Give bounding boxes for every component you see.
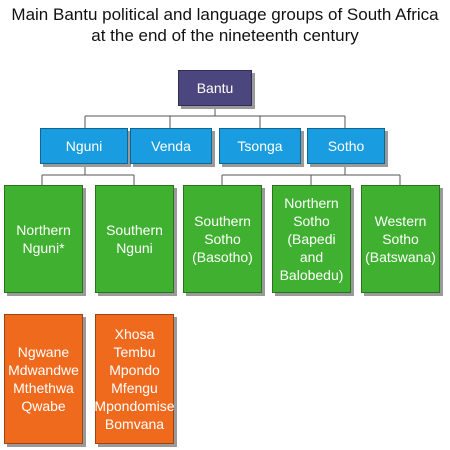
node-venda: Venda	[130, 128, 212, 164]
title-line-2: at the end of the nineteenth century	[91, 26, 359, 45]
node-northern-nguni-label: Northern Nguni*	[16, 222, 71, 256]
node-northern-sotho: Northern Sotho (Bapedi and Balobedu)	[272, 185, 351, 293]
node-northern-nguni-peoples-label: Ngwane Mdwandwe Mthethwa Qwabe	[8, 344, 79, 414]
node-nguni: Nguni	[40, 128, 128, 164]
node-nguni-label: Nguni	[65, 138, 103, 154]
node-southern-nguni-peoples: Xhosa Tembu Mpondo Mfengu Mpondomise Bom…	[94, 314, 175, 444]
node-northern-nguni: Northern Nguni*	[4, 185, 83, 293]
node-northern-nguni-peoples: Ngwane Mdwandwe Mthethwa Qwabe	[4, 314, 83, 444]
node-southern-nguni: Southern Nguni	[95, 185, 174, 293]
node-western-sotho-label: Western Sotho (Batswana)	[365, 213, 436, 265]
node-southern-sotho-label: Southern Sotho (Basotho)	[192, 213, 253, 265]
node-tsonga: Tsonga	[219, 128, 301, 164]
node-sotho-label: Sotho	[327, 138, 365, 154]
node-tsonga-label: Tsonga	[237, 138, 283, 154]
title-line-1: Main Bantu political and language groups…	[11, 5, 439, 24]
diagram-title: Main Bantu political and language groups…	[0, 4, 450, 46]
node-southern-nguni-peoples-label: Xhosa Tembu Mpondo Mfengu Mpondomise Bom…	[94, 326, 175, 432]
node-southern-sotho: Southern Sotho (Basotho)	[183, 185, 262, 293]
node-western-sotho: Western Sotho (Batswana)	[361, 185, 440, 293]
node-bantu: Bantu	[178, 70, 252, 106]
node-venda-label: Venda	[151, 138, 191, 154]
node-southern-nguni-label: Southern Nguni	[106, 222, 163, 256]
node-bantu-label: Bantu	[196, 80, 234, 96]
node-northern-sotho-label: Northern Sotho (Bapedi and Balobedu)	[279, 195, 344, 283]
node-sotho: Sotho	[307, 128, 385, 164]
